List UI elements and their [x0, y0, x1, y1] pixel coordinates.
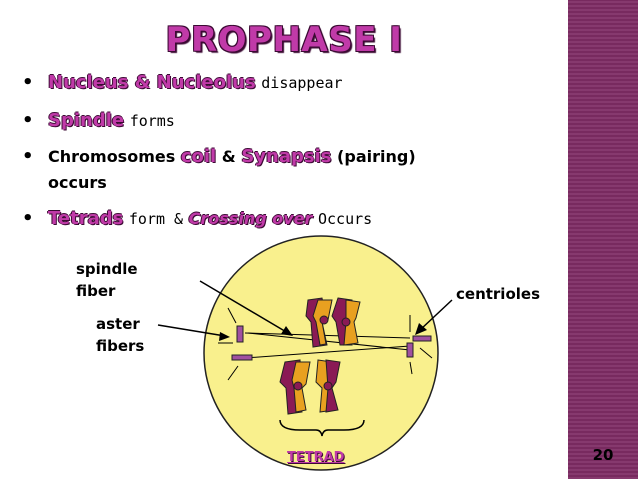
tetrad-brace: [279, 419, 365, 437]
spindle-fiber-label: spindle fiber: [76, 258, 138, 302]
slide-number: 20: [592, 446, 614, 464]
spindle-fiber-arrow: [199, 280, 289, 334]
label-line: aster: [96, 315, 140, 333]
bullet-spindle: • Spindle forms: [20, 108, 175, 134]
bullet-highlight: Spindle: [48, 110, 125, 131]
bullet-text: (pairing): [337, 147, 416, 166]
arrow-head-icon: [415, 323, 427, 335]
bullet-chromosomes: • Chromosomes coil & Synapsis (pairing) …: [20, 144, 416, 196]
bullet-highlight: Synapsis: [241, 146, 332, 167]
cell-membrane: [203, 235, 439, 471]
bullet-text: form &: [128, 210, 184, 228]
bullet-text: forms: [129, 112, 175, 130]
label-line: fibers: [96, 337, 145, 355]
label-line: spindle: [76, 260, 138, 278]
bullet-tetrads: • Tetrads form & Crossing over Occurs: [20, 206, 372, 232]
tetrad-top: [305, 297, 361, 348]
tetrad-label: TETRAD: [287, 450, 345, 465]
bullet-highlight: Nucleus & Nucleolus: [48, 72, 256, 93]
bullet-highlight: coil: [180, 146, 217, 167]
bullet-highlight: Tetrads: [48, 208, 124, 229]
arrow-head-icon: [281, 326, 293, 336]
bullet-text: disappear: [261, 74, 343, 92]
bullet-dot-icon: •: [22, 72, 34, 93]
bullet-text: &: [221, 147, 236, 166]
slide-title: PROPHASE I: [165, 20, 403, 60]
centriole-right-2: [406, 342, 414, 358]
label-line: fiber: [76, 282, 116, 300]
centriole-right-1: [412, 335, 432, 342]
bullet-dot-icon: •: [22, 110, 34, 131]
bullet-highlight: Crossing over: [188, 209, 313, 228]
bullet-text: Chromosomes: [48, 147, 176, 166]
aster-fiber-arrow: [157, 324, 226, 337]
arrow-head-icon: [219, 332, 230, 341]
bullet-nucleus: • Nucleus & Nucleolus disappear: [20, 70, 343, 96]
aster-fibers-label: aster fibers: [96, 313, 144, 357]
bullet-dot-icon: •: [22, 208, 34, 229]
bullet-dot-icon: •: [22, 146, 34, 167]
tetrad-bottom: [279, 359, 341, 415]
aster-lines-left: [218, 307, 239, 381]
side-bar: [568, 0, 638, 479]
centrioles-label: centrioles: [456, 285, 541, 303]
spindle-fibers: [244, 332, 411, 359]
centriole-arrow: [419, 299, 453, 331]
bullet-text: Occurs: [317, 210, 373, 228]
centriole-left-2: [231, 354, 253, 361]
centriole-left-1: [236, 325, 244, 343]
aster-lines-right: [409, 315, 433, 375]
bullet-text: occurs: [48, 173, 107, 192]
